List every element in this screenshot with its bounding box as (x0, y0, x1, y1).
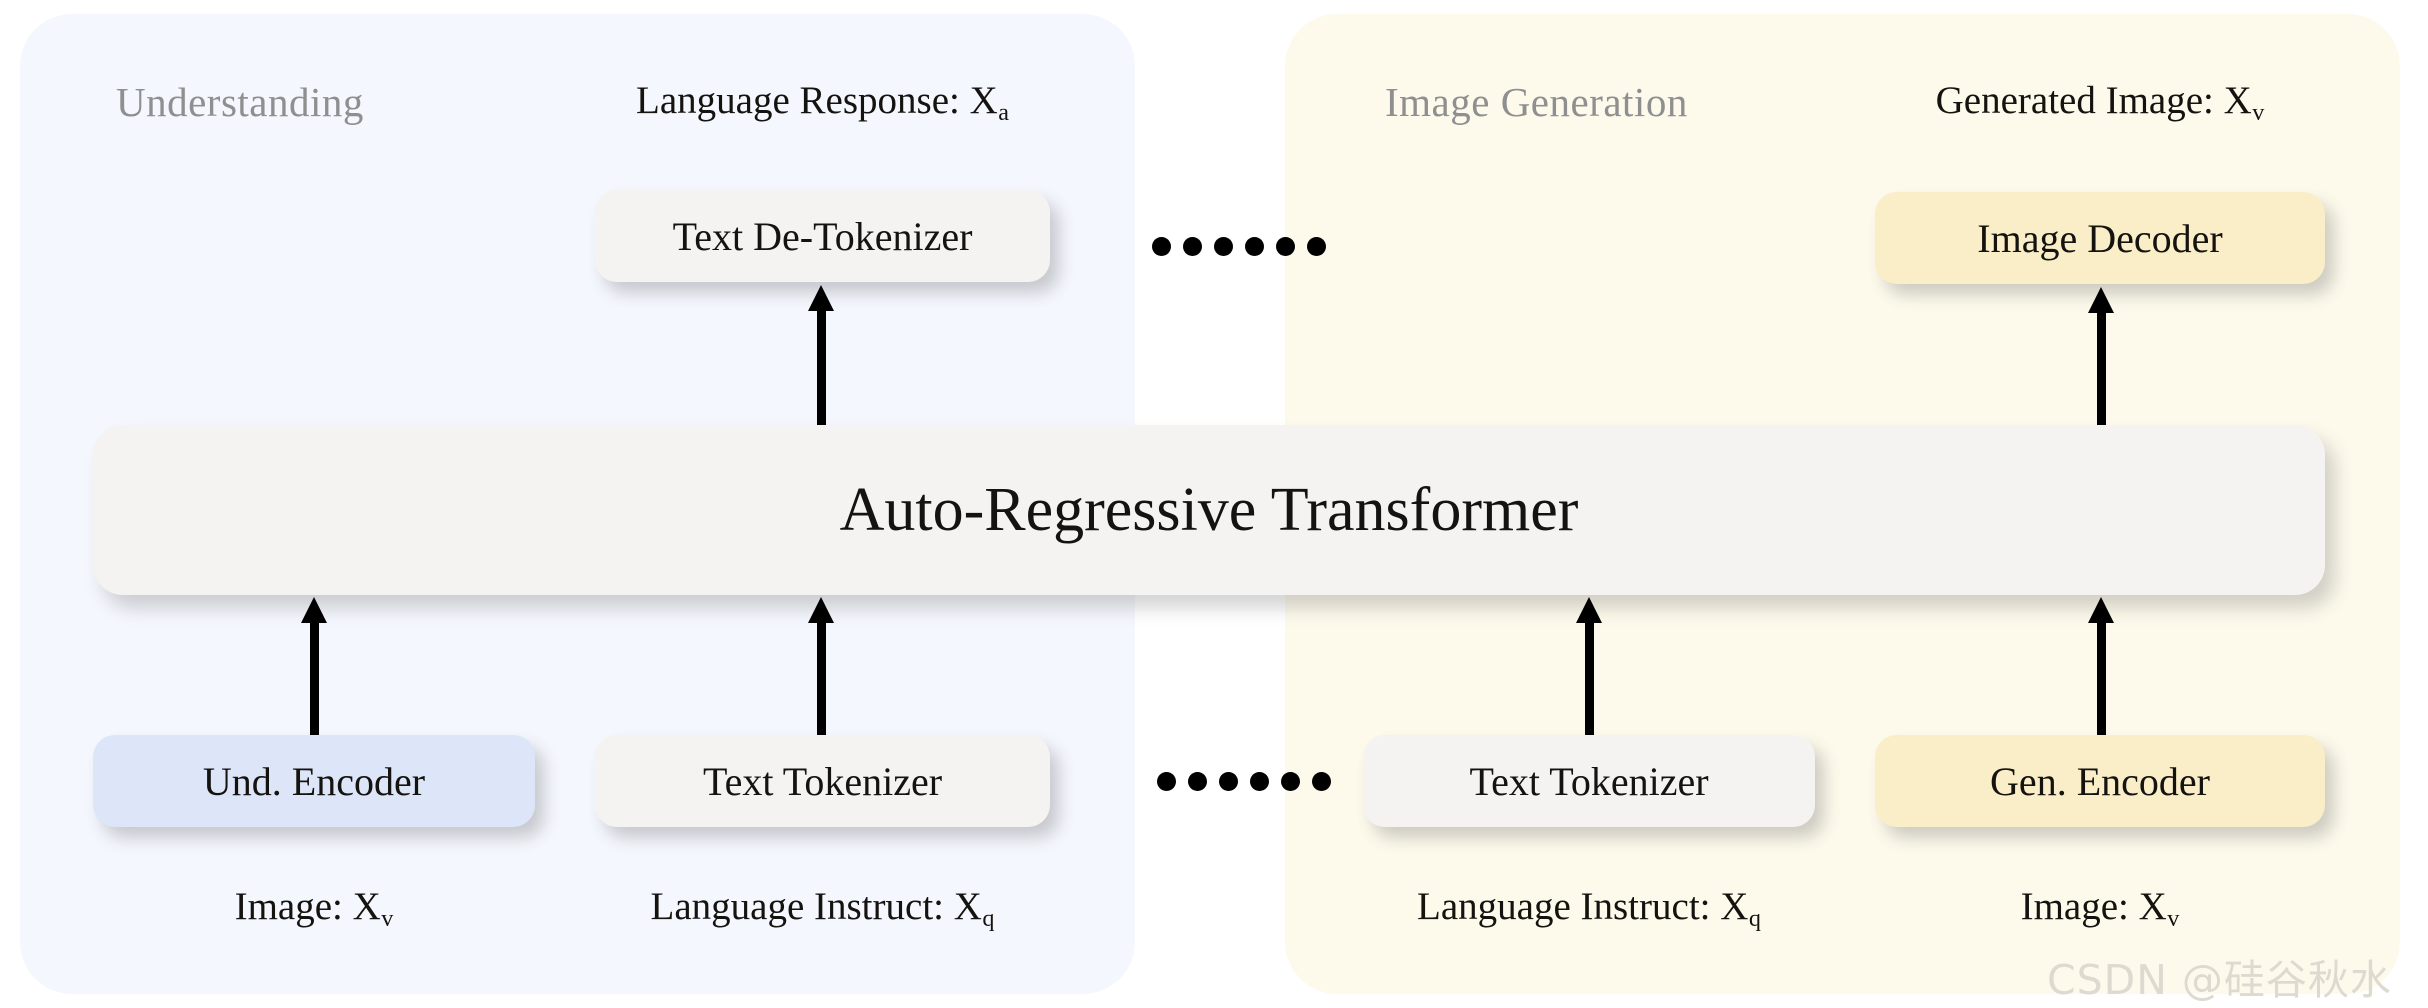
output-label-language-response: Language Response: Xa (595, 78, 1050, 127)
ellipsis-top (1152, 237, 1326, 256)
arrow-transformer-to-image-decoder (2088, 287, 2114, 425)
input-label-und-language-subscript: q (982, 905, 995, 933)
arrow-text-tokenizer-left-to-transformer (808, 597, 834, 735)
output-label-generated-image-text: Generated Image: X (1935, 79, 2252, 122)
input-label-und-language-text: Language Instruct: X (650, 885, 982, 928)
input-label-und-image-subscript: v (381, 905, 394, 933)
node-text-tokenizer-right[interactable]: Text Tokenizer (1363, 735, 1815, 827)
input-label-gen-language-text: Language Instruct: X (1417, 885, 1749, 928)
input-label-gen-language-instruct: Language Instruct: Xq (1363, 884, 1815, 933)
ellipsis-bottom (1157, 772, 1331, 791)
input-label-gen-language-subscript: q (1748, 905, 1761, 933)
panel-title-understanding: Understanding (116, 79, 364, 125)
node-und-encoder[interactable]: Und. Encoder (93, 735, 535, 827)
arrow-gen-encoder-to-transformer (2088, 597, 2114, 735)
input-label-gen-image: Image: Xv (1875, 884, 2325, 933)
input-label-und-image: Image: Xv (93, 884, 535, 933)
node-text-tokenizer-left[interactable]: Text Tokenizer (595, 735, 1050, 827)
arrow-text-tokenizer-right-to-transformer (1576, 597, 1602, 735)
output-label-language-response-subscript: a (998, 99, 1009, 127)
watermark: CSDN @硅谷秋水 (2047, 956, 2392, 1004)
node-auto-regressive-transformer[interactable]: Auto-Regressive Transformer (93, 425, 2325, 595)
panel-title-image-generation: Image Generation (1385, 79, 1688, 125)
input-label-und-language-instruct: Language Instruct: Xq (595, 884, 1050, 933)
input-label-gen-image-subscript: v (2167, 905, 2180, 933)
output-label-generated-image-subscript: v (2252, 99, 2265, 127)
arrow-und-encoder-to-transformer (301, 597, 327, 735)
arrow-transformer-to-text-de-tokenizer (808, 285, 834, 425)
node-gen-encoder[interactable]: Gen. Encoder (1875, 735, 2325, 827)
node-image-decoder[interactable]: Image Decoder (1875, 192, 2325, 284)
input-label-gen-image-text: Image: X (2020, 885, 2167, 928)
output-label-language-response-text: Language Response: X (636, 79, 998, 122)
output-label-generated-image: Generated Image: Xv (1875, 78, 2325, 127)
node-text-de-tokenizer[interactable]: Text De-Tokenizer (595, 190, 1050, 282)
input-label-und-image-text: Image: X (234, 885, 381, 928)
